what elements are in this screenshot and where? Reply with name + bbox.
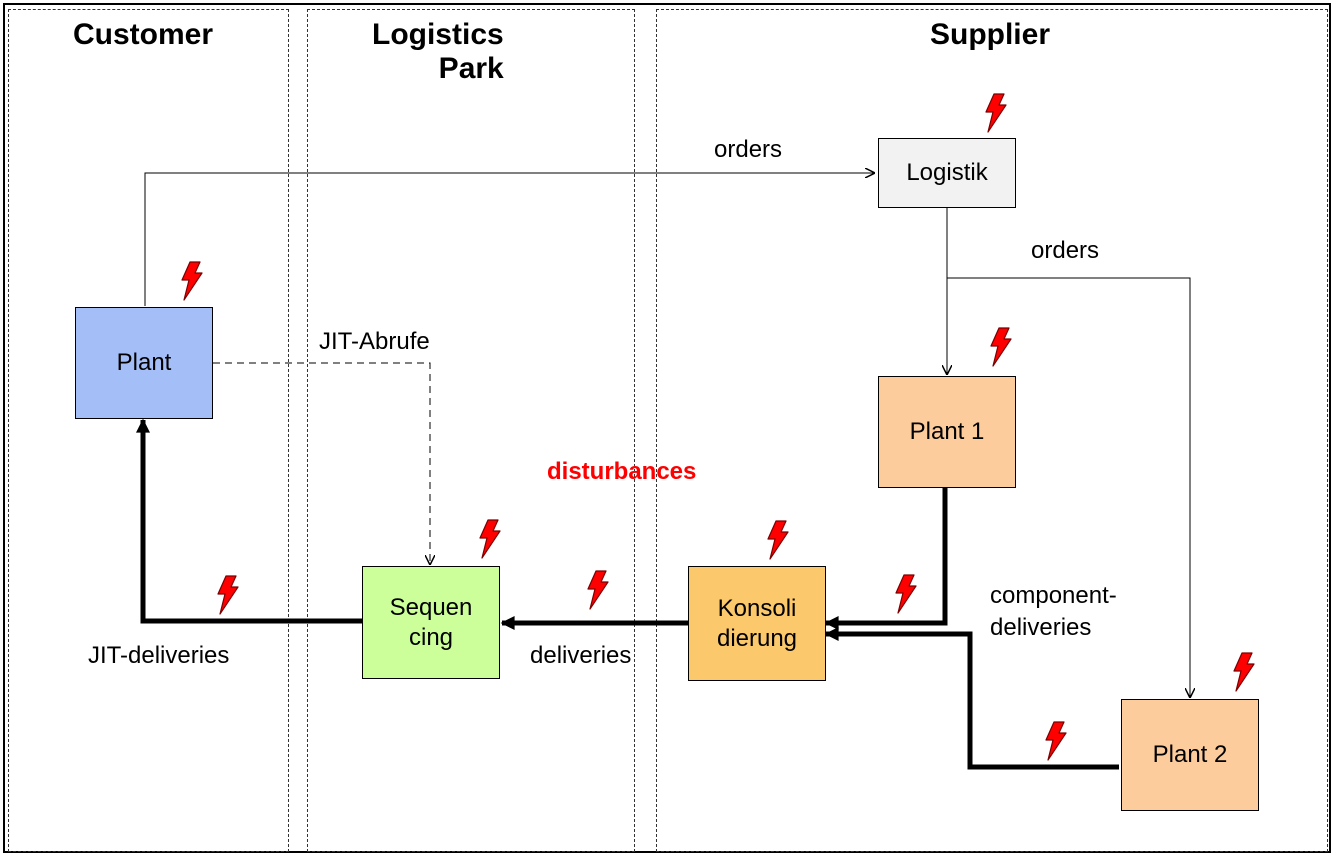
lane-supplier xyxy=(656,9,1328,852)
component-delivery-line-plant1 xyxy=(824,488,948,630)
jit-abrufe-line xyxy=(213,362,430,565)
disturbance-icon xyxy=(217,575,239,615)
orders-label-right: orders xyxy=(1031,237,1100,264)
sequencing-node: Sequen cing xyxy=(362,566,500,679)
logistik-node: Logistik xyxy=(878,138,1016,208)
orders-label-top: orders xyxy=(714,136,783,163)
disturbances-label: disturbances xyxy=(547,458,697,485)
disturbance-icon xyxy=(767,520,789,560)
disturbance-icon xyxy=(985,93,1007,133)
disturbance-icon xyxy=(479,519,501,559)
component-deliveries-label: component- deliveries xyxy=(990,582,1117,641)
disturbance-icon xyxy=(1045,721,1067,761)
lane-title-customer: Customer xyxy=(72,18,214,51)
lane-title-supplier: Supplier xyxy=(929,18,1050,51)
disturbance-icon xyxy=(587,570,609,610)
outer-frame xyxy=(3,3,1331,853)
orders-line-to-plant2 xyxy=(947,277,1190,698)
component-delivery-line-plant2 xyxy=(824,627,1119,770)
konsolidierung-node: Konsoli dierung xyxy=(688,566,826,681)
disturbance-icon xyxy=(990,327,1012,367)
lane-logistics-park xyxy=(307,9,635,852)
jit-abrufe-label: JIT-Abrufe xyxy=(319,328,430,355)
disturbance-icon xyxy=(181,261,203,301)
disturbance-icon xyxy=(1233,652,1255,692)
lane-title-logistics-park: Logistics Park xyxy=(372,18,504,85)
lane-customer xyxy=(8,9,289,852)
customer-plant-node: Plant xyxy=(75,307,213,419)
deliveries-label: deliveries xyxy=(530,642,632,669)
jit-delivery-line xyxy=(136,418,362,624)
jit-deliveries-label: JIT-deliveries xyxy=(88,642,230,669)
plant2-node: Plant 2 xyxy=(1121,699,1259,811)
plant1-node: Plant 1 xyxy=(878,376,1016,488)
disturbance-icon xyxy=(895,574,917,614)
orders-line-to-logistik xyxy=(144,173,875,306)
